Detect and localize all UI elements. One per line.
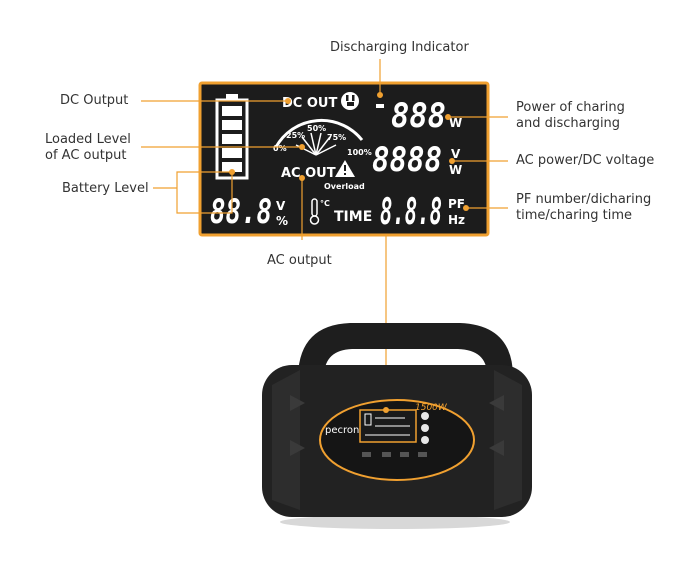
usb-port-3 xyxy=(400,452,409,457)
device-button-2 xyxy=(421,424,429,432)
lcd-pf-unit: PF xyxy=(448,197,465,211)
lcd-battery-unit-percent: % xyxy=(276,214,288,228)
load-level-100: 100% xyxy=(347,148,372,157)
usb-port-1 xyxy=(362,452,371,457)
load-gauge: 0% 25% 50% 75% 100% xyxy=(273,118,372,157)
device-side-right xyxy=(494,370,522,510)
callout-power: Power of charing and discharging xyxy=(516,100,625,131)
device-brand: pecron xyxy=(325,425,359,436)
lcd-frame xyxy=(198,81,490,237)
lcd-panel: DC OUT 888 W xyxy=(198,81,490,237)
warning-icon xyxy=(335,160,355,177)
callout-loaded-level: Loaded Level of AC output xyxy=(45,132,131,163)
lcd-pf-digits: 8.8.8 xyxy=(380,192,442,233)
callout-ac-output: AC output xyxy=(267,253,332,268)
callout-ac-power-dc-voltage: AC power/DC voltage xyxy=(516,153,655,168)
load-level-75: 75% xyxy=(327,133,346,142)
device-button-1 xyxy=(421,412,429,420)
power-station-device: 1500W pecron xyxy=(262,323,532,529)
lcd-power-unit: W xyxy=(449,116,462,130)
usb-port-4 xyxy=(418,452,427,457)
lcd-power-digits: 888 xyxy=(391,96,446,136)
callout-dc-output: DC Output xyxy=(60,93,129,108)
plug-icon xyxy=(341,92,359,110)
device-badge: 1500W xyxy=(415,403,448,413)
callout-discharging-indicator: Discharging Indicator xyxy=(330,40,469,55)
lcd-voltage-unit-v: V xyxy=(451,147,461,161)
load-level-0: 0% xyxy=(273,144,287,153)
discharging-indicator-icon xyxy=(376,104,384,108)
lcd-battery-digits: 88.8 xyxy=(210,192,272,232)
lcd-dc-out-label: DC OUT xyxy=(282,96,337,111)
device-side-left xyxy=(272,370,300,510)
thermometer-icon xyxy=(309,198,320,225)
lcd-time-label: TIME xyxy=(334,209,372,225)
load-level-50: 50% xyxy=(307,124,326,133)
usb-port-2 xyxy=(382,452,391,457)
lcd-ac-out-label: AC OUT xyxy=(281,166,336,181)
lcd-battery-unit-v: V xyxy=(276,199,286,213)
carry-handle xyxy=(298,323,513,375)
callout-pf-time: PF number/dicharing time/charing time xyxy=(516,192,652,223)
lcd-voltage-digits: 8888 xyxy=(372,140,442,180)
lcd-overload-label: Overload xyxy=(324,182,365,191)
device-shadow xyxy=(280,515,510,529)
leader-battery-bracket xyxy=(176,171,233,214)
lcd-voltage-unit-w: W xyxy=(449,163,462,177)
lcd-hz-unit: Hz xyxy=(448,213,465,227)
device-button-3 xyxy=(421,436,429,444)
leader-dots xyxy=(229,92,469,211)
load-level-25: 25% xyxy=(286,131,305,140)
lcd-temp-unit: °C xyxy=(320,199,330,208)
callout-battery-level: Battery Level xyxy=(62,181,149,196)
